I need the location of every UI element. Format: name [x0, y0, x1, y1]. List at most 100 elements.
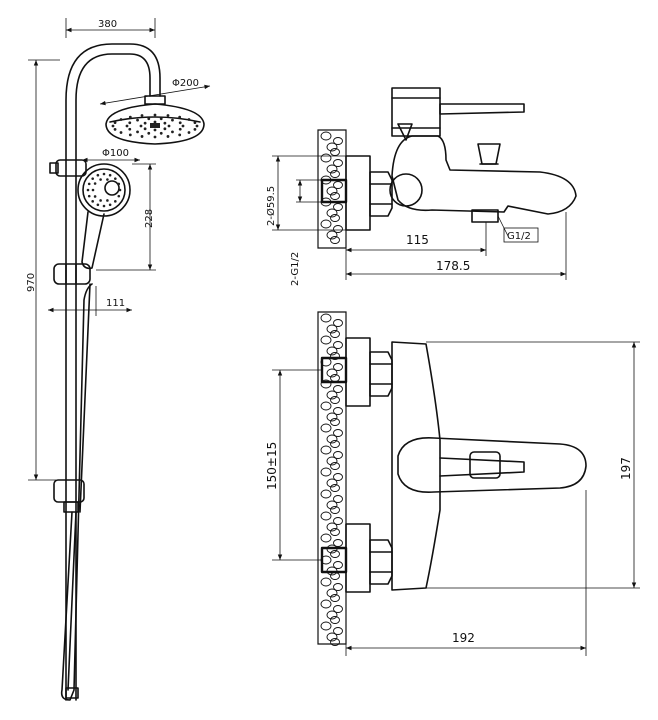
wall-stone — [330, 418, 340, 426]
wall-stone — [330, 148, 340, 156]
wall-stone — [320, 533, 332, 543]
wall-stone — [320, 379, 332, 389]
overhead-shower-head — [105, 103, 205, 145]
wall-stone — [326, 164, 338, 174]
hand-nozzle — [102, 172, 106, 176]
slider-bracket-lower — [53, 263, 91, 285]
wall-stone — [333, 137, 343, 145]
dim-label-2g12: 2-G1/2 — [290, 252, 301, 286]
dim-label-970: 970 — [26, 273, 37, 292]
wall-stone — [320, 445, 332, 455]
nozzle — [193, 127, 197, 131]
wall-stone — [333, 583, 343, 591]
nozzle — [136, 130, 139, 134]
nozzle — [128, 121, 132, 125]
dim-115: 115 — [345, 222, 487, 280]
nozzle — [128, 127, 132, 131]
dim-label-111: 111 — [106, 298, 125, 309]
nozzle — [171, 118, 174, 122]
wall-stone — [326, 412, 338, 422]
hand-nozzle — [102, 204, 106, 208]
wall-stone — [320, 621, 332, 631]
dim-970: 970 — [26, 59, 60, 481]
wall-stone — [326, 230, 338, 240]
nozzle — [181, 124, 185, 128]
hand-nozzle — [99, 199, 102, 202]
nozzle — [193, 121, 197, 125]
hand-shower — [77, 163, 131, 270]
wall-stone — [333, 203, 343, 211]
wall-stone — [320, 401, 332, 411]
dim-label-2phi595: 2-Ø59.5 — [265, 186, 277, 226]
mixer-body-side — [391, 135, 577, 215]
shower-column-view: 380 Φ200 Φ100 228 111 970 — [26, 18, 211, 701]
wall-stone — [330, 396, 340, 404]
hand-nozzle — [114, 200, 117, 203]
nozzle — [140, 135, 144, 138]
nozzle — [139, 124, 143, 128]
wall-stone — [333, 225, 343, 233]
nozzle — [128, 133, 132, 137]
hand-nozzle — [99, 178, 102, 181]
nozzle — [128, 115, 132, 119]
nozzle — [119, 118, 123, 121]
nozzle — [178, 133, 182, 137]
nozzle — [153, 120, 157, 124]
nozzle — [153, 113, 157, 117]
lever-side — [439, 103, 525, 115]
wall-stone — [333, 495, 343, 503]
dim-label-228: 228 — [144, 209, 155, 228]
nozzle — [119, 131, 123, 134]
wall-stone — [333, 429, 343, 437]
wall-stone — [333, 319, 343, 327]
nozzle — [147, 131, 151, 135]
wall-stone — [333, 517, 343, 525]
nozzle — [147, 117, 151, 121]
wall-stone — [326, 346, 338, 356]
wall-stone — [326, 434, 338, 444]
wall-stone — [330, 506, 340, 514]
nozzle — [171, 130, 174, 134]
dim-label-115: 115 — [406, 233, 429, 247]
hand-nozzle — [118, 188, 122, 192]
wall-stone — [330, 462, 340, 470]
inlet-eccentric — [320, 178, 348, 204]
wall-stone — [326, 324, 338, 334]
mixer-side-view: G1/2 2-Ø59.5 2-G1/2 115 178.5 — [265, 87, 577, 286]
wall-stone — [330, 192, 340, 200]
wall-stone — [330, 484, 340, 492]
hand-nozzle — [114, 177, 117, 180]
nozzle — [178, 121, 182, 125]
nozzle — [159, 131, 163, 135]
nozzle — [178, 115, 182, 119]
wall-stone — [330, 214, 340, 222]
hand-nozzle — [96, 173, 100, 177]
wall-stone — [330, 638, 340, 646]
dim-197: 197 — [426, 341, 640, 589]
wall-stone — [333, 605, 343, 613]
nozzle — [143, 121, 147, 125]
dim-phi200: Φ200 — [99, 78, 211, 106]
dim-phi100: Φ100 — [82, 148, 140, 163]
wall-stone — [333, 627, 343, 635]
hand-nozzle — [87, 194, 91, 198]
wall-stone — [333, 561, 343, 569]
wall-stone — [330, 330, 340, 338]
wall-stone — [333, 159, 343, 167]
dim-label-phi200: Φ200 — [172, 78, 199, 89]
hand-nozzle — [87, 182, 91, 186]
nozzle — [113, 121, 117, 125]
wall-stone — [320, 131, 332, 141]
wall-stone — [320, 335, 332, 345]
dim-label-197: 197 — [619, 457, 633, 480]
wall-stone — [320, 313, 332, 323]
nozzle — [187, 118, 191, 121]
dim-228: 228 — [96, 163, 156, 271]
hand-nozzle — [91, 200, 94, 203]
hand-nozzle — [96, 203, 100, 207]
nozzle — [111, 124, 115, 128]
nozzle — [187, 131, 191, 134]
wall-stone — [330, 352, 340, 360]
